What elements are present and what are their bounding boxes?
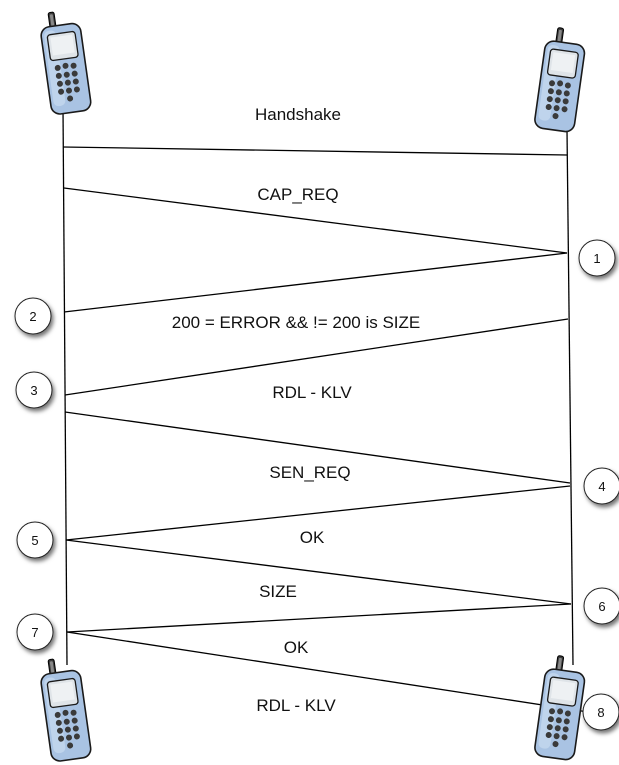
svg-text:2: 2	[29, 309, 36, 324]
step-marker-8: 8	[583, 694, 619, 730]
step-marker-1: 1	[579, 240, 615, 276]
message-label-handshake: Handshake	[255, 105, 341, 124]
message-line-ok-1	[66, 540, 571, 604]
message-line-response	[64, 253, 567, 312]
svg-text:8: 8	[597, 705, 604, 720]
message-label-size-error: 200 = ERROR && != 200 is SIZE	[172, 313, 421, 332]
phone-icon	[534, 654, 588, 761]
left-lifeline	[63, 108, 67, 665]
message-label-ok-2: OK	[284, 638, 309, 657]
step-marker-7: 7	[17, 614, 53, 650]
phone-icon	[534, 26, 588, 133]
svg-text:5: 5	[31, 533, 38, 548]
svg-text:4: 4	[598, 479, 605, 494]
message-label-sen-req: SEN_REQ	[269, 463, 350, 482]
message-label-rdl-klv-1: RDL - KLV	[272, 383, 352, 402]
svg-text:7: 7	[31, 625, 38, 640]
message-label-cap-req: CAP_REQ	[257, 185, 338, 204]
message-label-ok-1: OK	[300, 528, 325, 547]
step-marker-2: 2	[15, 298, 51, 334]
message-label-rdl-klv-2: RDL - KLV	[256, 696, 336, 715]
step-marker-5: 5	[17, 522, 53, 558]
svg-text:3: 3	[30, 383, 37, 398]
message-line-size	[67, 604, 571, 632]
svg-text:6: 6	[598, 599, 605, 614]
phone-icon	[38, 9, 92, 116]
message-label-size: SIZE	[259, 582, 297, 601]
step-marker-3: 3	[16, 372, 52, 408]
right-lifeline	[567, 130, 573, 665]
step-marker-6: 6	[584, 588, 619, 624]
phone-icon	[38, 656, 92, 763]
step-marker-4: 4	[584, 468, 619, 504]
svg-text:1: 1	[593, 251, 600, 266]
message-line-handshake	[63, 147, 567, 155]
